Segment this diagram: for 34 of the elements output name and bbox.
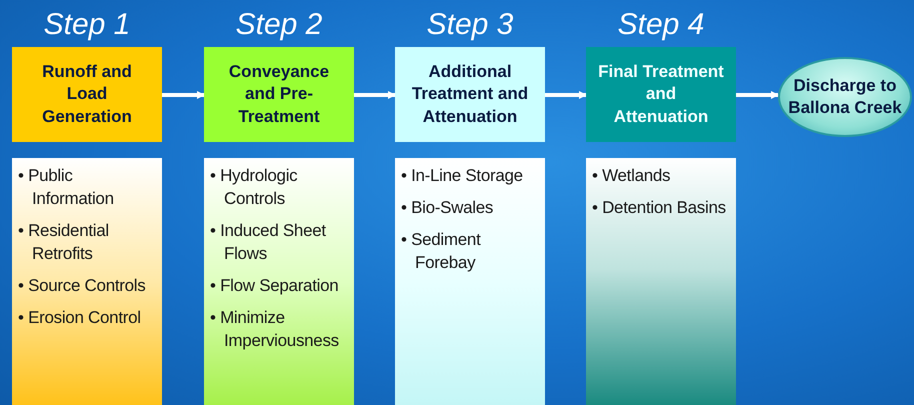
measure-item: • Detention Basins (592, 197, 727, 219)
measures-panel (12, 158, 162, 405)
measure-item: • Erosion Control (18, 307, 142, 329)
measure-item: • Induced Sheet Flows (210, 220, 327, 265)
measures-panel (204, 158, 354, 405)
step-number: Step 3 (426, 7, 514, 43)
arrow (354, 91, 396, 99)
step-number: Step 4 (616, 7, 706, 43)
step-title: Conveyance and Pre-Treatment (228, 61, 330, 128)
measure-item: • Hydrologic Controls (210, 165, 298, 210)
step-box (12, 47, 162, 142)
step-box (395, 47, 545, 142)
arrow (736, 91, 779, 99)
arrow (545, 91, 587, 99)
step-number: Step 1 (42, 7, 132, 43)
step-title: Final Treatment and Attenuation (598, 61, 724, 128)
step-box (586, 47, 736, 142)
measure-item: • In-Line Storage (401, 165, 524, 187)
step-box (204, 47, 354, 142)
measures-panel (586, 158, 736, 405)
measure-item: • Flow Separation (210, 275, 340, 297)
arrow (162, 91, 205, 99)
measure-item: • Residential Retrofits (18, 220, 110, 265)
step-number: Step 2 (234, 7, 324, 43)
measure-item: • Public Information (18, 165, 115, 210)
measure-item: • Source Controls (18, 275, 146, 297)
measure-item: • Wetlands (592, 165, 672, 187)
step-title: Additional Treatment and Attenuation (410, 61, 530, 128)
step-title: Runoff and Load Generation (41, 61, 133, 128)
discharge-label: Discharge to Ballona Creek (787, 74, 903, 119)
measures-panel (395, 158, 545, 405)
measure-item: • Minimize Imperviousness (210, 307, 340, 352)
measure-item: • Sediment Forebay (401, 229, 482, 274)
measure-item: • Bio-Swales (401, 197, 494, 219)
